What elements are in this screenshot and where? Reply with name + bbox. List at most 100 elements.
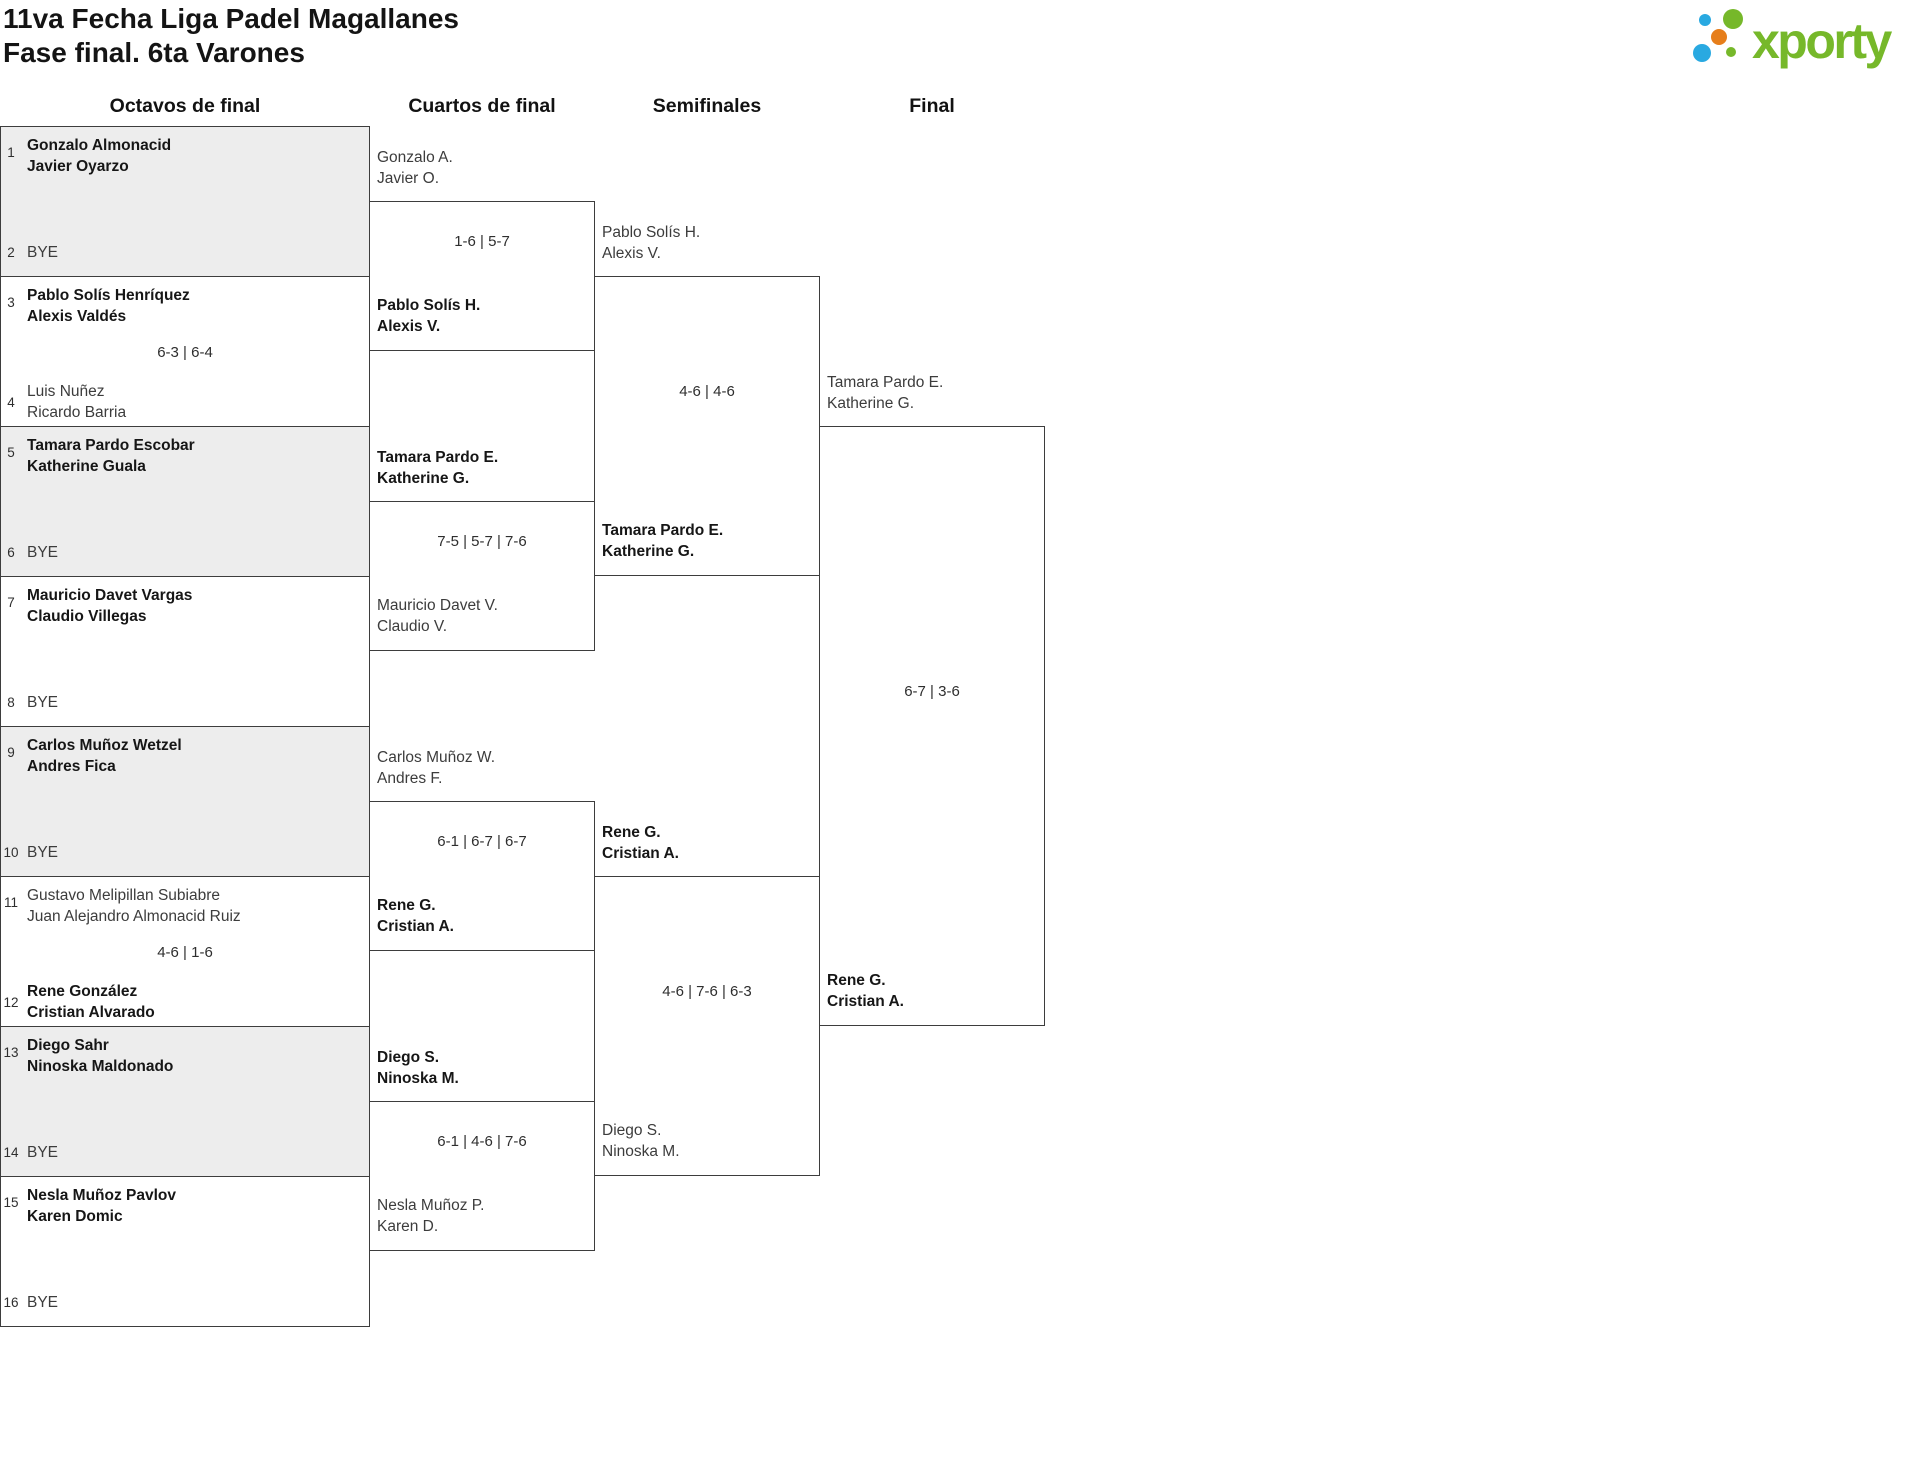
round-header-octavos: Octavos de final (109, 95, 261, 117)
match-box-final-1[interactable] (819, 426, 1045, 1026)
team-name: Karen Domic (27, 1208, 123, 1225)
team-name: Carlos Muñoz W. (377, 749, 496, 766)
match-score: 1-6 | 5-7 (454, 233, 510, 250)
team-name: Katherine G. (827, 395, 915, 412)
team-name: Diego S. (377, 1049, 440, 1066)
team-name: Tamara Pardo E. (827, 374, 944, 391)
match-box-octavos-1[interactable] (0, 126, 370, 277)
team-pair: Tamara Pardo E. Katherine G. (602, 520, 723, 562)
team-name: Ninoska M. (377, 1070, 459, 1087)
team-name: Ninoska Maldonado (27, 1058, 174, 1075)
match-box-octavos-3[interactable] (0, 426, 370, 577)
seed-number: 13 (3, 1045, 19, 1060)
team-name: Gonzalo A. (377, 149, 453, 166)
bye-entry: BYE (27, 692, 58, 713)
team-name: Alexis Valdés (27, 308, 127, 325)
match-box-octavos-4[interactable] (0, 576, 370, 727)
team-name: Tamara Pardo Escobar (27, 437, 195, 454)
team-name: Andres Fica (27, 758, 116, 775)
team-name: Cristian A. (377, 918, 454, 935)
team-name: Luis Nuñez (27, 383, 105, 400)
team-name: Katherine G. (377, 470, 470, 487)
team-name: Tamara Pardo E. (377, 449, 499, 466)
match-box-cuartos-2[interactable] (369, 501, 595, 651)
bye-label: BYE (27, 844, 59, 861)
team-name: Rene G. (827, 972, 886, 989)
bye-label: BYE (27, 244, 59, 261)
match-score: 6-1 | 4-6 | 7-6 (437, 1133, 527, 1150)
team-name: Katherine Guala (27, 458, 146, 475)
seed-number: 5 (7, 445, 15, 460)
team-name: Karen D. (377, 1218, 439, 1235)
seed-number: 11 (3, 895, 18, 910)
match-score: 6-7 | 3-6 (904, 683, 960, 700)
team-name: Diego S. (602, 1122, 662, 1139)
match-score: 4-6 | 4-6 (679, 383, 735, 400)
page-title: 11va Fecha Liga Padel Magallanes (3, 3, 459, 34)
match-box-cuartos-4[interactable] (369, 1101, 595, 1251)
team-name: Claudio V. (377, 618, 448, 635)
team-name: Katherine G. (602, 543, 695, 560)
team-name: Claudio Villegas (27, 608, 147, 625)
bye-label: BYE (27, 1294, 59, 1311)
team-pair: Pablo Solís H.Alexis V. (377, 295, 480, 337)
round-header-semifinales: Semifinales (652, 95, 762, 117)
logo-dot-orange-icon (1711, 29, 1727, 45)
round-header-cuartos: Cuartos de final (408, 95, 556, 117)
match-box-cuartos-3[interactable] (369, 801, 595, 951)
team-name: Mauricio Davet Vargas (27, 587, 193, 604)
logo-wordmark: xporty (1752, 13, 1892, 69)
team-name: Alexis V. (602, 245, 661, 262)
team-name: Tamara Pardo E. (602, 522, 724, 539)
team-pair: Pablo Solís H.Alexis V. (602, 222, 700, 264)
team-name: Rene González (27, 983, 138, 1000)
match-box-octavos-6[interactable] (0, 876, 370, 1027)
seed-number: 9 (7, 745, 15, 760)
seed-number: 3 (7, 295, 15, 310)
team-pair: Rene G. Cristian A. (827, 970, 904, 1012)
xporty-logo[interactable]: xporty (1690, 4, 1918, 68)
team-pair: Rene G. Cristian A. (377, 895, 454, 937)
team-name: Gonzalo Almonacid (27, 137, 172, 154)
logo-dot-green-big-icon (1723, 9, 1743, 29)
seed-number: 1 (7, 145, 15, 160)
match-box-octavos-8[interactable] (0, 1176, 370, 1327)
team-name: Rene G. (602, 824, 661, 841)
logo-dot-green-small-icon (1726, 47, 1736, 57)
seed-number: 8 (7, 695, 15, 710)
bye-label: BYE (27, 1144, 59, 1161)
team-name: Pablo Solís Henríquez (27, 287, 190, 304)
team-pair: Tamara Pardo E. Katherine G. (377, 447, 498, 489)
team-name: Carlos Muñoz Wetzel (27, 737, 182, 754)
seed-number: 16 (3, 1295, 19, 1310)
team-pair: Carlos Muñoz W.Andres F. (377, 747, 495, 789)
bye-entry: BYE (27, 842, 58, 863)
match-score: 4-6 | 7-6 | 6-3 (662, 983, 752, 1000)
team-name: Cristian A. (827, 993, 904, 1010)
match-box-semifinales-2[interactable] (594, 876, 820, 1176)
match-score: 4-6 | 1-6 (157, 944, 213, 961)
team-name: Juan Alejandro Almonacid Ruiz (27, 908, 241, 925)
match-box-semifinales-1[interactable] (594, 276, 820, 576)
match-score: 7-5 | 5-7 | 7-6 (437, 533, 527, 550)
seed-number: 14 (3, 1145, 19, 1160)
team-name: Javier Oyarzo (27, 158, 129, 175)
team-name: Pablo Solís H. (377, 297, 481, 314)
bye-label: BYE (27, 544, 59, 561)
team-pair: Diego S. Ninoska M. (377, 1047, 459, 1089)
match-box-cuartos-1[interactable] (369, 201, 595, 351)
team-name: Rene G. (377, 897, 436, 914)
logo-dot-blue-small-icon (1699, 14, 1711, 26)
bye-entry: BYE (27, 542, 58, 563)
seed-number: 6 (7, 545, 15, 560)
team-name: Gustavo Melipillan Subiabre (27, 887, 220, 904)
